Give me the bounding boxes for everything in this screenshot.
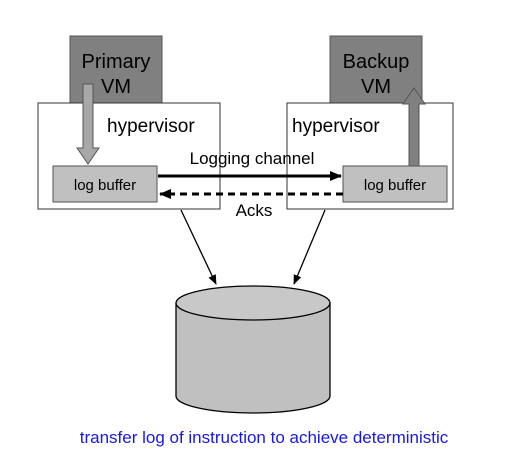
backup-vm-label-line2: VM bbox=[361, 76, 391, 98]
primary-vm-label-line2: VM bbox=[101, 76, 131, 98]
backup-vm-label-line1: Backup bbox=[343, 51, 410, 73]
right-log-buffer: log buffer bbox=[342, 165, 448, 203]
right-log-buffer-label: log buffer bbox=[364, 177, 426, 194]
left-hypervisor-label: hypervisor bbox=[107, 116, 195, 137]
primary-vm-label-line1: Primary bbox=[82, 51, 151, 73]
acks-label: Acks bbox=[236, 201, 273, 220]
primary-to-buffer-arrow bbox=[76, 83, 100, 165]
left-log-buffer-label: log buffer bbox=[74, 177, 136, 194]
shared-disk bbox=[175, 285, 331, 414]
buffer-to-backup-arrow bbox=[402, 87, 426, 167]
left-hypervisor-to-disk-arrow bbox=[180, 209, 217, 285]
left-log-buffer: log buffer bbox=[52, 165, 158, 203]
backup-vm: Backup VM bbox=[329, 35, 423, 105]
caption: transfer log of instruction to achieve d… bbox=[79, 428, 449, 447]
right-hypervisor-label: hypervisor bbox=[292, 116, 380, 137]
logging-channel-label: Logging channel bbox=[190, 149, 315, 168]
right-hypervisor-to-disk-arrow bbox=[293, 209, 326, 285]
